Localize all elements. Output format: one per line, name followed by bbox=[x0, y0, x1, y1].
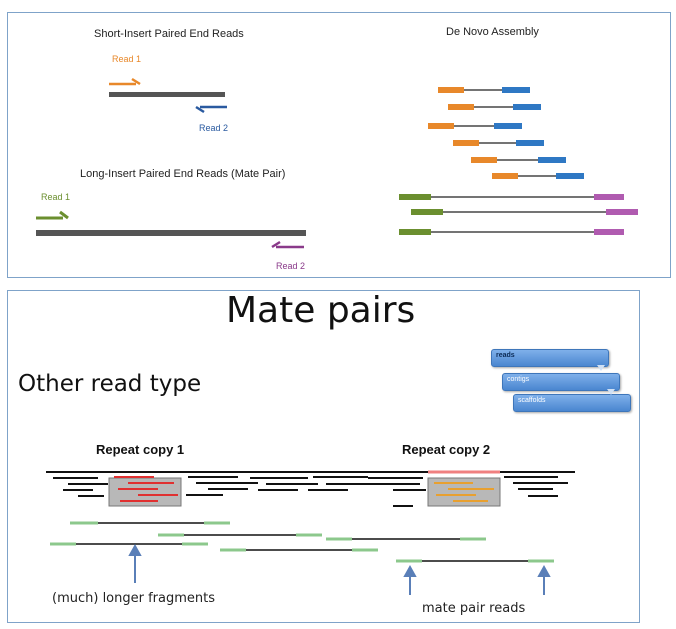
long-read2-label: Read 2 bbox=[276, 261, 306, 271]
mate-pair-1 bbox=[399, 194, 624, 200]
paired-end-diagram bbox=[36, 77, 638, 249]
pair-3 bbox=[428, 123, 522, 129]
short-read2-arrow-head bbox=[195, 105, 205, 114]
stack-contigs-label: contigs bbox=[507, 376, 530, 383]
stack-reads-label: reads bbox=[496, 352, 515, 359]
mate-pair-read-diagram bbox=[46, 470, 575, 595]
short-read1-label: Read 1 bbox=[112, 54, 142, 64]
stack-contigs: contigs bbox=[502, 373, 620, 391]
pair-6 bbox=[492, 173, 584, 179]
repeat-1-reads bbox=[114, 476, 178, 502]
long-insert-title: Long-Insert Paired End Reads (Mate Pair) bbox=[80, 168, 286, 180]
long-fragments bbox=[50, 521, 554, 563]
background-reads bbox=[53, 476, 568, 507]
pointer-arrows bbox=[128, 543, 551, 595]
short-insert-fragment bbox=[109, 92, 225, 97]
denovo-title: De Novo Assembly bbox=[446, 26, 539, 38]
pair-1 bbox=[438, 87, 530, 93]
repeat-copy-2-label: Repeat copy 2 bbox=[402, 442, 491, 457]
mate-pair-3 bbox=[399, 229, 624, 235]
stack-scaffolds: scaffolds bbox=[513, 394, 631, 412]
mate-pairs-slide-panel: Mate pairs Other read type reads contigs… bbox=[7, 290, 640, 623]
slide-title: Mate pairs bbox=[226, 290, 416, 331]
mate-pair-2 bbox=[411, 209, 638, 215]
pair-4 bbox=[453, 140, 544, 146]
long-insert-fragment bbox=[36, 230, 306, 236]
long-read2-arrow-head bbox=[271, 240, 281, 249]
pair-5 bbox=[471, 157, 566, 163]
paired-end-figure-panel: Short-Insert Paired End Reads Read 1 Rea… bbox=[7, 12, 671, 278]
long-read1-label: Read 1 bbox=[41, 192, 71, 202]
denovo-mate-pairs bbox=[399, 194, 638, 235]
pair-2 bbox=[448, 104, 541, 110]
stack-scaffolds-label: scaffolds bbox=[518, 397, 546, 404]
denovo-short-pairs bbox=[428, 87, 584, 179]
repeat-2-reads bbox=[434, 482, 494, 502]
short-read2-label: Read 2 bbox=[199, 123, 229, 133]
caption-mate-pair-reads: mate pair reads bbox=[422, 601, 526, 616]
short-insert-title: Short-Insert Paired End Reads bbox=[94, 28, 244, 40]
short-read1-arrow-head bbox=[131, 77, 141, 86]
slide-subtitle: Other read type bbox=[18, 371, 202, 397]
repeat-copy-1-label: Repeat copy 1 bbox=[96, 442, 185, 457]
long-read1-arrow-head bbox=[59, 210, 69, 220]
caption-longer-fragments: (much) longer fragments bbox=[52, 591, 216, 606]
stack-reads: reads bbox=[491, 349, 609, 367]
